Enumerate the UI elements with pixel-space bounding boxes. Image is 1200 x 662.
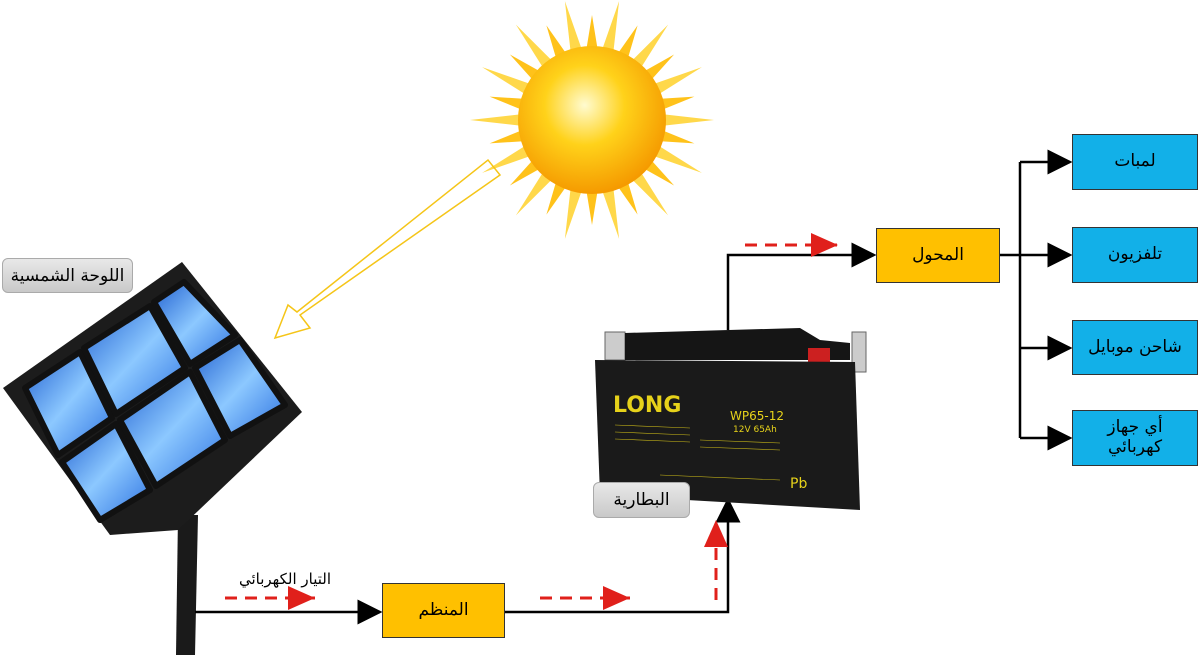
battery-rating: 12V 65Ah xyxy=(733,425,777,435)
inverter-to-loads-lines xyxy=(1000,149,1073,451)
sunlight-arrow xyxy=(273,158,502,340)
battery-brand: LONG xyxy=(613,393,681,418)
load-box-any-device: أي جهاز كهربائي xyxy=(1072,410,1198,466)
controller-box: المنظم xyxy=(382,583,505,638)
controller-to-battery-line xyxy=(505,497,741,614)
inverter-box: المحول xyxy=(876,228,1000,283)
battery-model: WP65-12 xyxy=(730,409,784,423)
solar-panel-icon xyxy=(3,262,302,655)
battery-to-inverter-line xyxy=(726,242,877,330)
battery-label: البطارية xyxy=(593,482,690,518)
current-label: التيار الكهربائي xyxy=(238,570,331,588)
battery-icon: LONG WP65-12 12V 65Ah Pb xyxy=(595,328,867,510)
load-box-tv: تلفزيون xyxy=(1072,227,1198,283)
load-box-lamps: لمبات xyxy=(1072,134,1198,190)
sun-icon xyxy=(470,1,714,239)
load-box-phone-charger: شاحن موبايل xyxy=(1072,320,1198,375)
solar-panel-label: اللوحة الشمسية xyxy=(2,258,133,293)
battery-pb-mark: Pb xyxy=(790,476,807,492)
